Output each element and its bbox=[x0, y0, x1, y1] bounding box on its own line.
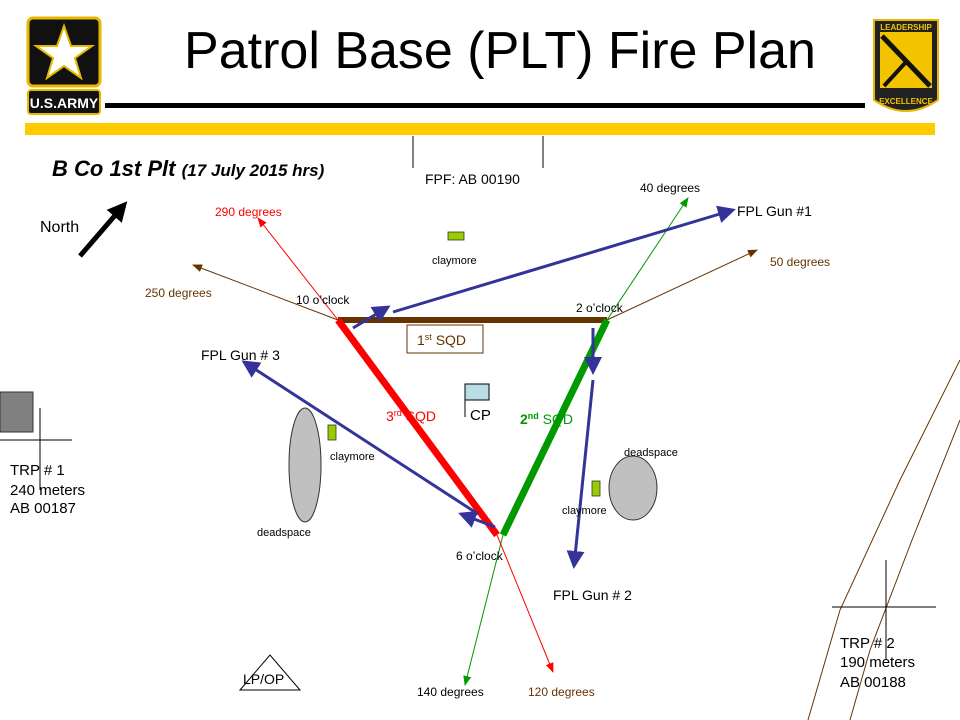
claymore-label: claymore bbox=[562, 505, 607, 517]
fpl-gun2-line bbox=[566, 379, 595, 569]
army-logo: U.S.ARMY bbox=[26, 16, 102, 115]
deadspace-label: deadspace bbox=[257, 527, 311, 539]
third-squad-label: 3rd SQD bbox=[386, 408, 436, 424]
third-squad-line bbox=[335, 317, 500, 538]
deg-140-label: 140 degrees bbox=[417, 685, 484, 699]
terrain-lines bbox=[807, 359, 960, 720]
claymore-icon bbox=[447, 231, 465, 241]
north-arrow bbox=[78, 201, 128, 258]
trp2-distance: 190 meters bbox=[840, 654, 915, 671]
page-title: Patrol Base (PLT) Fire Plan bbox=[184, 22, 816, 80]
lpop-label: LP/OP bbox=[243, 671, 284, 687]
ten-oclock-label: 10 o’clock bbox=[296, 293, 350, 307]
rotc-logo: LEADERSHIP EXCELLENCE bbox=[873, 19, 939, 112]
sector-290-line bbox=[257, 217, 339, 321]
deg-290-label: 290 degrees bbox=[215, 205, 282, 219]
sector-140-line bbox=[463, 534, 504, 686]
fpl-gun3-label: FPL Gun # 3 bbox=[201, 347, 280, 363]
unit-title: B Co 1st Plt (17 July 2015 hrs) bbox=[52, 156, 325, 181]
fpl-gun1-short-arrow bbox=[352, 305, 391, 330]
fpf-label: FPF: AB 00190 bbox=[425, 171, 520, 187]
sector-250-line bbox=[192, 264, 339, 321]
trp1-distance: 240 meters bbox=[10, 482, 85, 499]
deadspace-area bbox=[288, 407, 322, 523]
deg-50-label: 50 degrees bbox=[770, 255, 830, 269]
lpop-triangle bbox=[238, 654, 302, 691]
cp-flag bbox=[464, 383, 490, 417]
deg-120-label: 120 degrees bbox=[528, 685, 595, 699]
second-squad-label: 2nd SQD bbox=[520, 411, 573, 427]
sector-50-line bbox=[606, 249, 758, 321]
second-squad-line bbox=[499, 318, 611, 537]
claymore-label: claymore bbox=[432, 255, 477, 267]
trp1-marker bbox=[0, 391, 34, 433]
claymore-icon bbox=[327, 424, 337, 441]
deadspace-area bbox=[608, 455, 658, 521]
deadspace-label: deadspace bbox=[624, 447, 678, 459]
yellow-banner bbox=[25, 123, 935, 135]
deg-250-label: 250 degrees bbox=[145, 286, 212, 300]
trp2-name: TRP # 2 bbox=[840, 635, 895, 652]
deg-40-label: 40 degrees bbox=[640, 181, 700, 195]
first-squad-label: 1st SQD bbox=[417, 332, 466, 348]
six-oclock-label: 6 o’clock bbox=[456, 549, 504, 563]
claymore-label: claymore bbox=[330, 451, 375, 463]
first-squad-box bbox=[406, 324, 484, 354]
fpl-gun1-label: FPL Gun #1 bbox=[737, 203, 812, 219]
trp1-name: TRP # 1 bbox=[10, 462, 65, 479]
trp2-grid: AB 00188 bbox=[840, 674, 906, 691]
fpl-gun3-short-arrow bbox=[458, 510, 496, 529]
fpl-gun1-line bbox=[392, 205, 736, 314]
fpf-bracket bbox=[412, 136, 544, 168]
fpl-gun2-label: FPL Gun # 2 bbox=[553, 587, 632, 603]
north-label: North bbox=[40, 219, 79, 236]
claymore-icon bbox=[591, 480, 601, 497]
sector-40-line bbox=[606, 197, 689, 321]
svg-text:EXCELLENCE: EXCELLENCE bbox=[879, 97, 933, 106]
svg-text:LEADERSHIP: LEADERSHIP bbox=[880, 23, 932, 32]
svg-text:U.S.ARMY: U.S.ARMY bbox=[30, 95, 99, 111]
two-oclock-label: 2 o’clock bbox=[576, 301, 624, 315]
cp-label: CP bbox=[470, 407, 491, 424]
sector-120-line bbox=[496, 534, 554, 673]
fpl-gun3-line bbox=[241, 360, 479, 516]
title-underline bbox=[105, 103, 865, 108]
trp1-grid: AB 00187 bbox=[10, 500, 76, 517]
